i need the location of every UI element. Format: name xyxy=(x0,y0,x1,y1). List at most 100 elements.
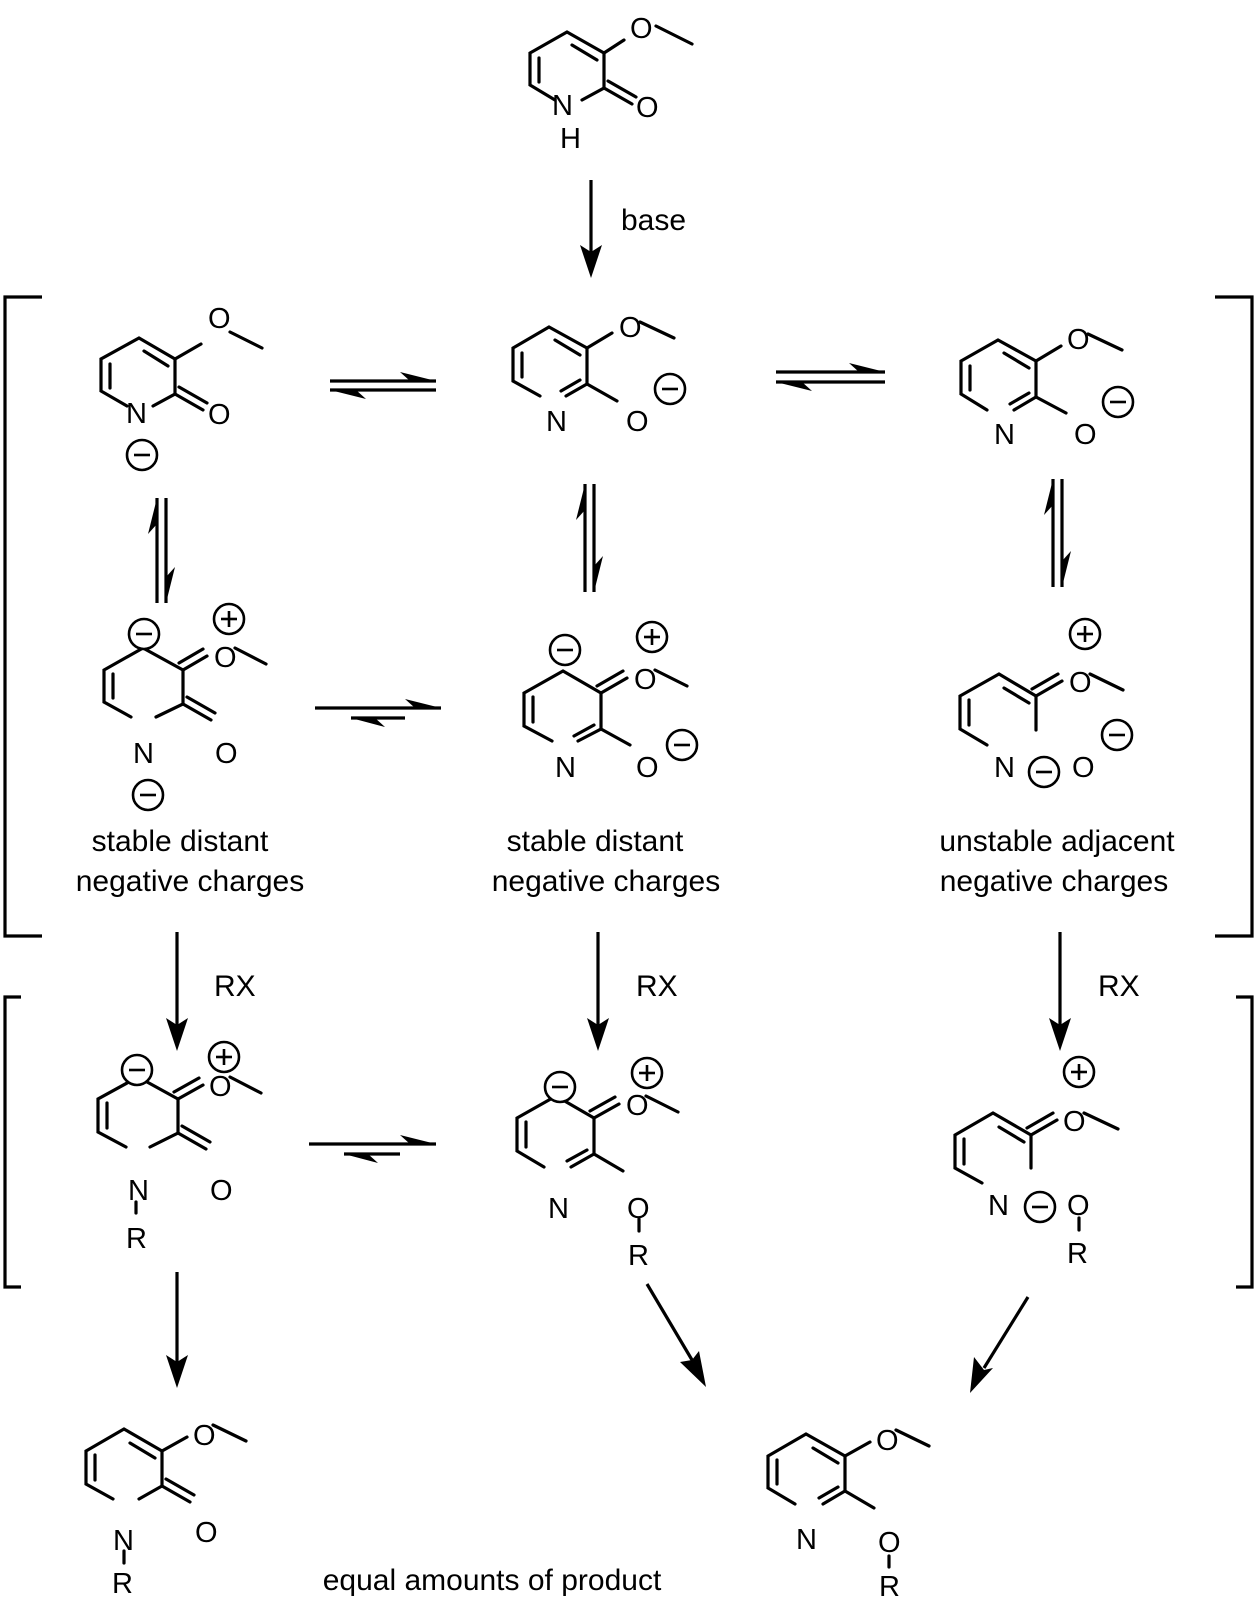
positive-charge-icon xyxy=(212,602,246,636)
molecule-starting-pyridone: N H O O xyxy=(528,13,694,155)
molecule-o-alkylated-adjacent-right: N O O R xyxy=(953,1055,1120,1270)
atom-r: R xyxy=(112,1568,133,1600)
arrow-rx-center: RX xyxy=(587,932,678,1051)
label-rx: RX xyxy=(214,970,256,1003)
positive-charge-icon xyxy=(635,620,669,654)
arrow-to-n-product xyxy=(166,1272,188,1388)
atom-o-methoxy: O xyxy=(630,13,653,45)
label-rx: RX xyxy=(636,970,678,1003)
caption-center-line1: stable distant xyxy=(507,825,684,858)
atom-o-oxonium: O xyxy=(634,664,657,696)
molecule-dianion-o-center: N O O xyxy=(522,620,699,784)
negative-charge-icon xyxy=(1027,755,1061,789)
bracket-right-1 xyxy=(1215,295,1254,938)
atom-o-oxonium: O xyxy=(1069,667,1092,699)
atom-n: N xyxy=(126,398,147,430)
negative-charge-icon xyxy=(1023,1190,1057,1224)
negative-charge-icon xyxy=(131,778,165,812)
atom-o-methoxy: O xyxy=(1067,324,1090,356)
atom-o-oxonium: O xyxy=(214,642,237,674)
atom-o-methoxy: O xyxy=(876,1425,899,1457)
caption-right-line2: negative charges xyxy=(940,865,1169,898)
label-base: base xyxy=(621,204,686,237)
equilibrium-arrow-row3-left xyxy=(309,1135,436,1163)
arrow-rx-left: RX xyxy=(166,932,256,1051)
equilibrium-arrow-row1-right xyxy=(776,363,885,391)
atom-h: H xyxy=(560,123,581,155)
molecule-o-anion-center: N O O xyxy=(511,312,687,438)
atom-n: N xyxy=(994,752,1015,784)
caption-left-line2: negative charges xyxy=(76,865,305,898)
atom-o-carbonyl: O xyxy=(208,399,231,431)
negative-charge-icon xyxy=(665,728,699,762)
molecule-product-n-alkylated: N R O O xyxy=(84,1420,248,1600)
atom-r: R xyxy=(879,1571,900,1600)
atom-o-anion: O xyxy=(1072,752,1095,784)
atom-r: R xyxy=(1067,1238,1088,1270)
molecule-product-o-alkylated: N O O R xyxy=(766,1425,931,1600)
negative-charge-icon xyxy=(127,617,161,651)
bracket-left-2 xyxy=(3,995,21,1289)
molecule-o-alkylated-ylide-center: N O O R xyxy=(515,1056,680,1272)
positive-charge-icon xyxy=(1068,617,1102,651)
atom-o-ether: O xyxy=(878,1527,901,1559)
atom-o-ether: O xyxy=(1067,1190,1090,1222)
molecule-n-anion: N O O xyxy=(99,303,264,472)
atom-o-carbonyl: O xyxy=(210,1175,233,1207)
atom-o-methoxy: O xyxy=(619,312,642,344)
positive-charge-icon xyxy=(630,1056,664,1090)
atom-o-oxonium: O xyxy=(626,1090,649,1122)
atom-o-carbonyl: O xyxy=(636,92,659,124)
arrow-to-o-product-from-right xyxy=(970,1296,1030,1393)
label-rx: RX xyxy=(1098,970,1140,1003)
negative-charge-icon xyxy=(543,1070,577,1104)
atom-o-anion: O xyxy=(636,752,659,784)
atom-o-methoxy: O xyxy=(193,1420,216,1452)
caption-left-line1: stable distant xyxy=(92,825,269,858)
equilibrium-arrow-vertical-left xyxy=(148,498,175,603)
negative-charge-icon xyxy=(1100,718,1134,752)
bracket-left-1 xyxy=(3,295,42,938)
atom-o-carbonyl: O xyxy=(215,738,238,770)
atom-n: N xyxy=(555,752,576,784)
atom-n: N xyxy=(133,738,154,770)
negative-charge-icon xyxy=(653,372,687,406)
atom-o-methoxy: O xyxy=(208,303,231,335)
equilibrium-arrow-vertical-center xyxy=(576,484,603,592)
equilibrium-arrow-row2-left xyxy=(315,699,441,727)
equilibrium-arrow-row1-left xyxy=(330,372,436,399)
negative-charge-icon xyxy=(1101,385,1135,419)
arrow-to-o-product-from-center xyxy=(645,1283,706,1387)
atom-o-ether: O xyxy=(627,1193,650,1225)
positive-charge-icon xyxy=(1062,1055,1096,1089)
negative-charge-icon xyxy=(125,438,159,472)
atom-r: R xyxy=(628,1240,649,1272)
atom-n: N xyxy=(548,1193,569,1225)
atom-o-carbonyl: O xyxy=(195,1517,218,1549)
molecule-n-alkylated-ylide-left: N R O O xyxy=(96,1040,263,1255)
arrow-base: base xyxy=(580,180,686,278)
atom-n: N xyxy=(113,1525,134,1557)
caption-center-line2: negative charges xyxy=(492,865,721,898)
atom-n: N xyxy=(546,406,567,438)
atom-n: N xyxy=(994,419,1015,451)
bracket-right-2 xyxy=(1236,995,1254,1289)
positive-charge-icon xyxy=(207,1040,241,1074)
molecule-dianion-adjacent-right: N O O xyxy=(958,617,1134,789)
negative-charge-icon xyxy=(548,633,582,667)
caption-right-line1: unstable adjacent xyxy=(939,825,1175,858)
atom-o-anion: O xyxy=(1074,419,1097,451)
atom-n: N xyxy=(128,1175,149,1207)
atom-o-oxonium: O xyxy=(1063,1106,1086,1138)
caption-equal-amounts: equal amounts of product xyxy=(323,1564,662,1597)
atom-r: R xyxy=(126,1223,147,1255)
arrow-rx-right: RX xyxy=(1049,932,1140,1051)
molecule-o-anion-right: N O O xyxy=(959,324,1135,451)
atom-o-anion: O xyxy=(626,406,649,438)
atom-n: N xyxy=(796,1524,817,1556)
atom-n: N xyxy=(552,90,573,122)
negative-charge-icon xyxy=(120,1053,154,1087)
equilibrium-arrow-vertical-right xyxy=(1044,479,1071,587)
molecule-dianion-n-left: N O O xyxy=(102,602,268,812)
